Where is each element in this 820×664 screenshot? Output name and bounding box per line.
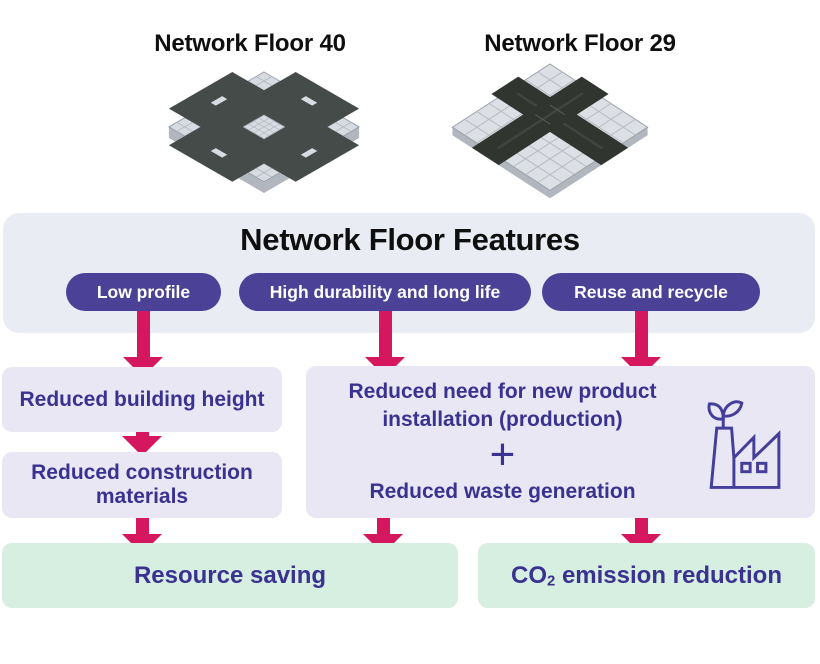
feature-pill-label: Reuse and recycle [574, 281, 728, 302]
plus-sign: + [489, 429, 516, 479]
product-image-network-floor-29 [444, 56, 656, 199]
outcome-label-co2: CO2 emission reduction [511, 562, 782, 590]
benefit-box-installation-waste: Reduced need for new product installatio… [306, 366, 815, 518]
co2-prefix: CO [511, 561, 547, 589]
product-title-network-floor-40: Network Floor 40 [154, 30, 346, 57]
down-arrow-icon [122, 431, 162, 456]
benefit-label: Reduced building height [19, 387, 265, 411]
factory-eco-icon [707, 400, 781, 489]
benefit-label-waste: Reduced waste generation [369, 480, 636, 504]
outcome-box-co2-reduction: CO2 emission reduction [478, 543, 815, 608]
benefit-box-building-height: Reduced building height [2, 367, 282, 432]
benefit-label-installation: Reduced need for new product installatio… [348, 380, 657, 431]
features-title: Network Floor Features [240, 222, 580, 257]
feature-pill-durability: High durability and long life [239, 273, 531, 311]
feature-pill-low-profile: Low profile [66, 273, 221, 311]
feature-pill-reuse: Reuse and recycle [542, 273, 760, 311]
benefit-text-column: Reduced need for new product installatio… [314, 378, 691, 505]
co2-subscript: 2 [547, 573, 556, 590]
product-title-network-floor-29: Network Floor 29 [484, 30, 676, 57]
product-image-network-floor-40 [158, 62, 370, 198]
co2-rest: emission reduction [555, 561, 782, 589]
outcome-label: Resource saving [133, 561, 327, 589]
feature-pill-label: Low profile [96, 281, 191, 302]
benefit-box-construction-materials: Reduced construction materials [2, 452, 282, 518]
feature-pill-label: High durability and long life [269, 281, 501, 302]
outcome-box-resource-saving: Resource saving [2, 543, 458, 608]
benefit-label: Reduced construction materials [31, 460, 253, 508]
